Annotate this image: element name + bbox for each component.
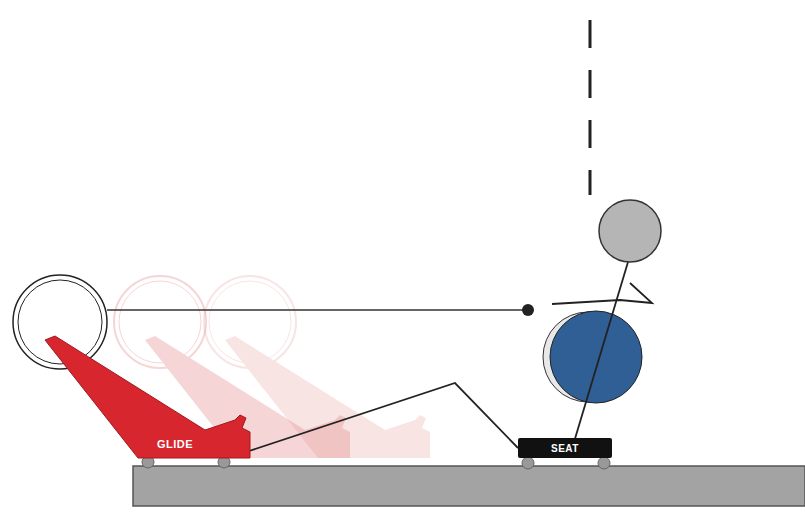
leg-connector (249, 383, 518, 451)
part-label: SEAT (551, 443, 579, 454)
seat-box: SEAT (518, 438, 612, 458)
handle (522, 304, 534, 316)
hip (550, 311, 642, 403)
glide-footplate: GLIDE (40, 335, 251, 459)
arm (552, 283, 652, 304)
footplate-shape (40, 335, 251, 459)
torso (574, 262, 628, 442)
chain (107, 309, 528, 311)
rail (133, 466, 805, 506)
vertical-reference (589, 20, 592, 195)
head (599, 200, 661, 262)
part-label: GLIDE (157, 438, 193, 450)
